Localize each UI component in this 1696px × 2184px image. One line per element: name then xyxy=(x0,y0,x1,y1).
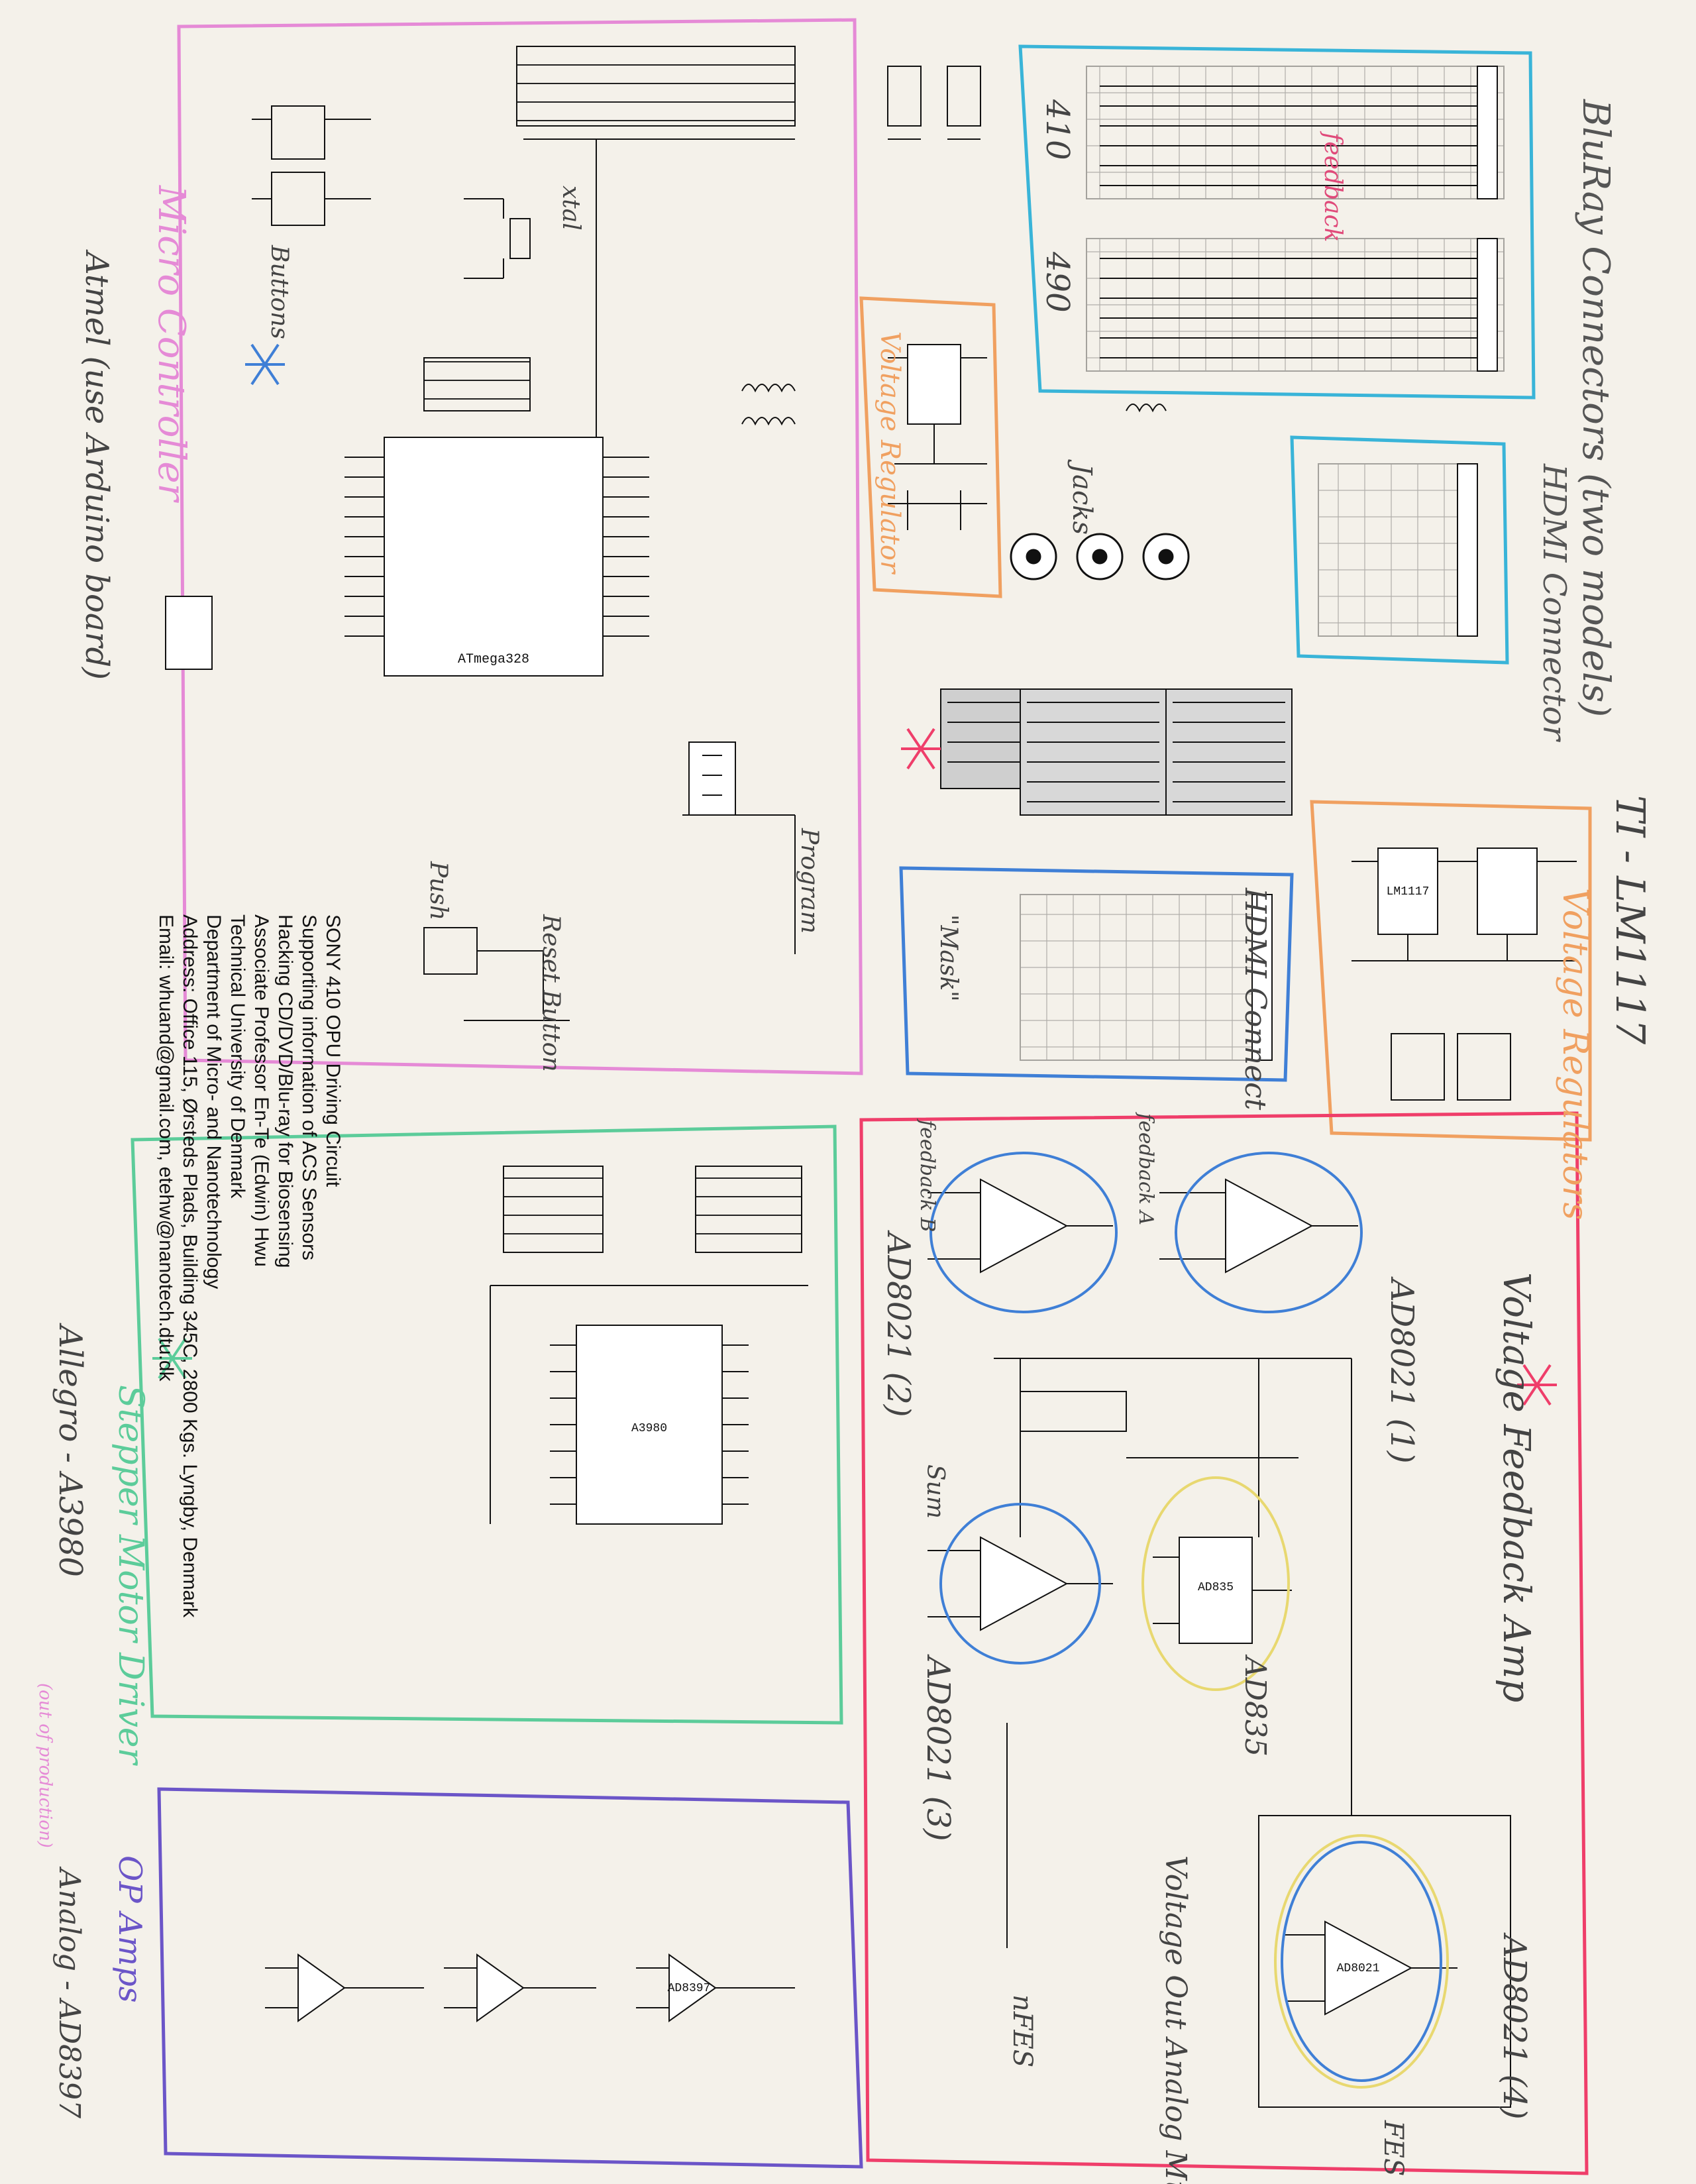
label-micro-controller: Micro Controller xyxy=(150,185,193,503)
credits-line: Department of Micro- and Nanotechnology xyxy=(203,914,225,1289)
label-obsolete: (out of production) xyxy=(35,1683,55,1848)
label-410: 410 xyxy=(1039,99,1076,160)
bluray-region xyxy=(1018,44,1536,400)
credits-line: Hacking CD/DVD/Blu-ray for Biosensing xyxy=(274,914,296,1268)
label-ad8021-1: AD8021 (1) xyxy=(1383,1276,1420,1464)
label-fes: FES xyxy=(1378,2120,1408,2176)
feedback-amp-region xyxy=(859,1111,1589,2175)
hdmi-connector-1 xyxy=(1318,463,1478,637)
stepper-labels xyxy=(490,1166,808,1524)
inductors xyxy=(741,384,1167,426)
ad835-label: AD835 xyxy=(1198,1581,1234,1594)
small-connectors xyxy=(887,66,981,140)
jacks xyxy=(1010,533,1190,580)
label-nfes: nFES xyxy=(1007,1994,1037,2067)
asterisk-marks xyxy=(152,343,1557,1406)
p1-header xyxy=(165,596,213,670)
stepper-region xyxy=(131,1124,843,1725)
credits-line: Technical University of Denmark xyxy=(227,914,248,1199)
a3980-label: A3980 xyxy=(631,1422,667,1435)
label-allegro: Allegro - A3980 xyxy=(52,1323,89,1577)
ad8397-label: AD8397 xyxy=(668,1982,711,1995)
label-op-amps: OP Amps xyxy=(111,1855,148,2002)
credits-title: SONY 410 OPU Driving Circuit xyxy=(322,914,344,1187)
atmega-ic xyxy=(344,437,649,677)
credits-block: SONY 410 OPU Driving Circuit Supporting … xyxy=(106,914,344,2173)
feedback-wiring xyxy=(994,1358,1352,1948)
op-amp-z xyxy=(265,1953,424,2022)
ad8021-label: AD8021 xyxy=(1337,1962,1380,1975)
ad8021-1 xyxy=(1159,1178,1358,1274)
micro-controller-region xyxy=(177,18,863,1075)
ad8021-2 xyxy=(928,1178,1113,1274)
credits-line: Associate Professor En-Te (Edwin) Hwu xyxy=(250,914,272,1267)
label-program: Program xyxy=(796,828,823,934)
label-ad835: AD835 xyxy=(1238,1654,1272,1757)
label-ti: TI - LM1117 xyxy=(1607,795,1653,1045)
label-voltage-regulator-left: Voltage Regulator xyxy=(874,331,905,575)
label-hdmi-1: HDMI Connector xyxy=(1536,463,1573,743)
ad8021-4 xyxy=(1258,1815,1511,2108)
label-mask: "Mask" xyxy=(935,914,962,1002)
header-strips xyxy=(940,688,1293,816)
voltage-regulator-left xyxy=(888,344,987,530)
label-490: 490 xyxy=(1039,251,1076,313)
vreg-right-region xyxy=(1310,800,1592,1142)
a3980-ic xyxy=(550,1325,749,1525)
label-sum: Sum xyxy=(922,1464,949,1519)
label-voltage-out: Voltage Out Analog Multiple xyxy=(1159,1855,1192,2184)
atmega-label: ATmega328 xyxy=(458,652,529,667)
label-ad8021-4: AD8021 (4) xyxy=(1496,1932,1533,2120)
crystal xyxy=(464,198,531,279)
label-feedback: feedback xyxy=(1319,131,1346,242)
lm1117-label: LM1117 xyxy=(1387,885,1430,899)
mcu-net-labels xyxy=(423,46,796,437)
hdmi-region-2 xyxy=(899,866,1294,1082)
label-feedback-a: feedback A xyxy=(1134,1112,1157,1225)
reset-button xyxy=(423,927,570,1021)
label-reset-button: Reset Button xyxy=(537,914,564,1072)
voltage-regulators-right xyxy=(1352,847,1577,1101)
hdmi-connector-2 xyxy=(1020,894,1273,1061)
bluray-connector-410 xyxy=(1086,66,1505,199)
bluray-connector-490 xyxy=(1086,238,1505,372)
buttons xyxy=(252,105,371,226)
op-amp-x xyxy=(636,1953,795,2022)
opamps-region xyxy=(157,1787,863,2169)
label-analog: Analog - AD8397 xyxy=(52,1866,86,2118)
ad835 xyxy=(1153,1537,1292,1644)
op-amp-t xyxy=(444,1953,596,2022)
label-voltage-regulators-right: Voltage Regulators xyxy=(1555,888,1595,1220)
amp-highlight-circles xyxy=(929,1152,1449,2089)
label-hdmi-2: HDMI Connect xyxy=(1238,887,1272,1111)
label-jacks: Jacks xyxy=(1067,459,1097,535)
label-xtal: xtal xyxy=(557,186,584,231)
vreg-left-region xyxy=(859,296,1002,598)
label-voltage-feedback-amp: Voltage Feedback Amp xyxy=(1495,1272,1538,1702)
label-atmel: Atmel (use Arduino board) xyxy=(78,249,115,680)
label-buttons: Buttons xyxy=(266,245,293,339)
label-ad8021-2: AD8021 (2) xyxy=(880,1230,917,1417)
credits-line: Supporting information of ACS Sensors xyxy=(298,914,320,1260)
ad8021-3 xyxy=(928,1536,1113,1631)
label-push: Push xyxy=(425,861,452,920)
label-bluray: BluRay Connectors (two models) xyxy=(1574,99,1617,717)
label-stepper-motor: Stepper Motor Driver xyxy=(111,1385,150,1766)
label-feedback-b: feedback B xyxy=(916,1119,939,1232)
credits-line: Email: whuand@gmail.com, etehw@nanotech.… xyxy=(155,914,177,1382)
hdmi-region-1 xyxy=(1290,435,1509,665)
label-ad8021-3: AD8021 (3) xyxy=(920,1654,957,1841)
credits-line: Address: Office 115, Ørsteds Plads, Buil… xyxy=(179,914,201,1618)
program-header xyxy=(682,741,796,954)
